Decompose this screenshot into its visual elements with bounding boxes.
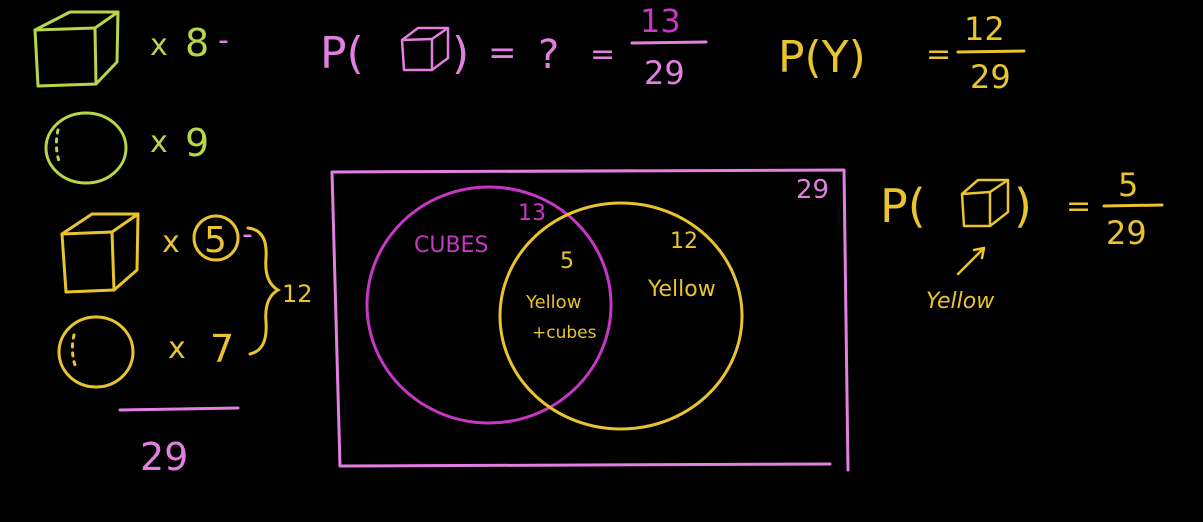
p-cube-prefix: P(	[320, 28, 364, 79]
p-yellow-cube-suffix: )	[1014, 179, 1032, 233]
yellow-count: 12	[670, 229, 698, 254]
yellow-marble-count: 7	[210, 327, 234, 371]
p-yellow-cube-prefix: P(	[880, 179, 926, 233]
green-cube-dash: -	[218, 23, 229, 58]
yellow-cube-small-icon	[960, 178, 1010, 228]
venn-diagram: 29 CUBES 13 Yellow 12 5 Yellow +cubes	[330, 168, 850, 472]
cubes-label: CUBES	[414, 233, 488, 258]
yellow-label: Yellow	[647, 277, 716, 302]
p-yellow-cube-denominator: 29	[1106, 214, 1147, 252]
intersection-label-line2: +cubes	[532, 323, 597, 343]
p-yellow-label: P(Y)	[778, 32, 866, 83]
small-cube-icon	[400, 26, 450, 72]
green-marble-times: x	[150, 125, 168, 160]
p-yellow-cube-equals: =	[1066, 189, 1091, 224]
yellow-marble-times: x	[168, 331, 186, 366]
cubes-count: 13	[518, 201, 546, 226]
p-yellow-equals: =	[926, 37, 951, 72]
green-cube-count: 8	[185, 21, 209, 65]
yellow-cube-count: 5	[204, 220, 227, 261]
p-yellow-cube-fraction-bar	[1102, 203, 1164, 208]
p-cube-equals-2: =	[590, 37, 615, 72]
universe-total: 29	[796, 175, 829, 205]
grand-total: 29	[140, 435, 188, 479]
yellow-cube-times: x	[162, 225, 180, 260]
sum-line	[118, 406, 240, 412]
yellow-cube-icon	[60, 212, 140, 294]
yellow-brace-total: 12	[282, 280, 313, 308]
p-yellow-numerator: 12	[964, 10, 1005, 48]
annotation-arrow	[956, 246, 986, 276]
universe-rectangle	[330, 168, 850, 472]
yellow-brace	[246, 226, 282, 356]
five-circle-highlight	[192, 214, 240, 262]
p-cube-numerator: 13	[640, 2, 681, 40]
p-cube-fraction-bar	[630, 40, 708, 45]
annotation-yellow: Yellow	[926, 289, 995, 314]
p-cube-denominator: 29	[644, 54, 685, 92]
p-yellow-fraction-bar	[956, 49, 1026, 54]
intersection-count: 5	[560, 249, 574, 274]
intersection-label-line1: Yellow	[525, 292, 581, 313]
p-cube-question: ?	[538, 32, 559, 78]
green-marble-icon	[44, 111, 128, 185]
p-cube-suffix: )	[452, 28, 469, 79]
yellow-marble-icon	[57, 315, 135, 389]
green-cube-times: x	[150, 28, 168, 63]
green-cube-icon	[33, 10, 120, 88]
yellow-cube-dash: -	[242, 217, 253, 252]
p-cube-equals-1: =	[488, 33, 517, 73]
p-yellow-denominator: 29	[970, 58, 1011, 96]
p-yellow-cube-numerator: 5	[1118, 166, 1138, 204]
green-marble-count: 9	[185, 121, 209, 165]
cubes-circle	[365, 185, 613, 425]
yellow-circle	[498, 201, 744, 431]
